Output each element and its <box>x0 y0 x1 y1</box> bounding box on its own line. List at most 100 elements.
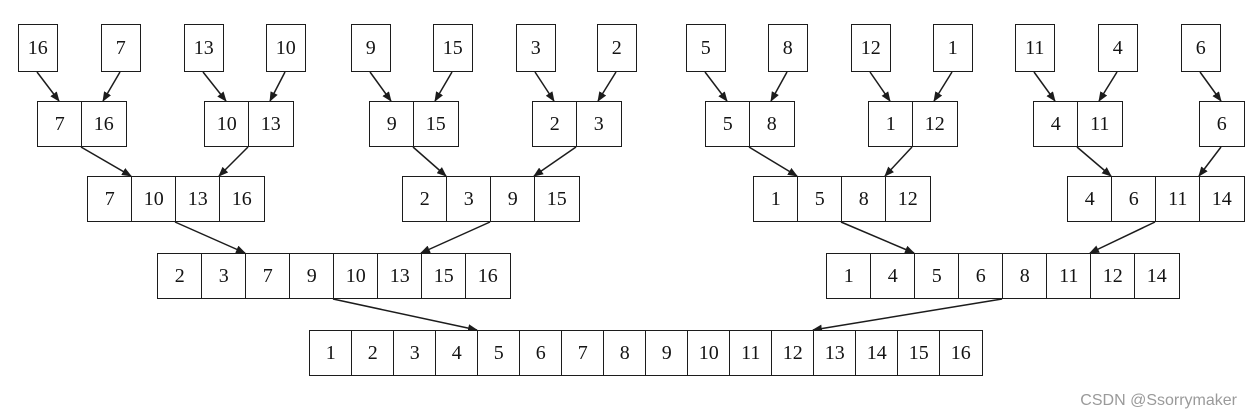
array-cell: 8 <box>749 101 795 147</box>
array-cell: 15 <box>413 101 459 147</box>
array-cell: 16 <box>81 101 127 147</box>
array-cell: 5 <box>797 176 843 222</box>
array-cell: 6 <box>1199 101 1245 147</box>
merge-arrow <box>412 146 447 177</box>
array-cell: 14 <box>855 330 899 376</box>
array-cell: 5 <box>477 330 521 376</box>
merge-arrow <box>1076 146 1112 177</box>
array-cell: 8 <box>603 330 647 376</box>
merge-arrow <box>533 146 577 177</box>
array-cell: 7 <box>245 253 291 299</box>
array-cell: 6 <box>1181 24 1221 72</box>
array-cell: 1 <box>868 101 914 147</box>
array-cell: 11 <box>1155 176 1201 222</box>
merge-arrow <box>434 71 453 102</box>
merge-arrow <box>218 146 249 177</box>
array-cell: 15 <box>433 24 473 72</box>
merge-arrow <box>80 146 132 177</box>
array-cell: 11 <box>729 330 773 376</box>
array-cell: 4 <box>1067 176 1113 222</box>
array-cell: 3 <box>393 330 437 376</box>
array-cell: 13 <box>377 253 423 299</box>
array-cell: 4 <box>870 253 916 299</box>
array-cell: 9 <box>369 101 415 147</box>
merge-arrow <box>332 298 478 333</box>
array-cell: 1 <box>826 253 872 299</box>
array-cell: 2 <box>351 330 395 376</box>
array-cell: 4 <box>1098 24 1138 72</box>
merge-arrow <box>36 71 60 102</box>
array-cell: 16 <box>18 24 58 72</box>
merge-arrow <box>369 71 392 102</box>
array-cell: 11 <box>1015 24 1055 72</box>
array-cell: 9 <box>289 253 335 299</box>
array-cell: 6 <box>519 330 563 376</box>
merge-arrow <box>1033 71 1056 102</box>
array-cell: 12 <box>1090 253 1136 299</box>
array-cell: 3 <box>516 24 556 72</box>
array-cell: 16 <box>939 330 983 376</box>
array-cell: 14 <box>1199 176 1245 222</box>
watermark-text: CSDN @Ssorrymaker <box>1080 392 1237 409</box>
array-cell: 7 <box>37 101 83 147</box>
merge-arrow <box>869 71 891 102</box>
array-cell: 15 <box>534 176 580 222</box>
array-cell: 8 <box>768 24 808 72</box>
array-cell: 2 <box>532 101 578 147</box>
merge-arrow <box>174 221 246 254</box>
array-cell: 7 <box>87 176 133 222</box>
array-cell: 10 <box>333 253 379 299</box>
array-cell: 13 <box>813 330 857 376</box>
array-cell: 2 <box>157 253 203 299</box>
array-cell: 11 <box>1077 101 1123 147</box>
array-cell: 16 <box>219 176 265 222</box>
merge-arrow <box>1198 146 1222 177</box>
merge-arrow <box>770 71 788 102</box>
array-cell: 5 <box>686 24 726 72</box>
merge-arrow <box>1098 71 1118 102</box>
merge-arrow <box>884 146 913 177</box>
array-cell: 12 <box>912 101 958 147</box>
array-cell: 4 <box>1033 101 1079 147</box>
array-cell: 13 <box>184 24 224 72</box>
merge-arrow <box>1199 71 1222 102</box>
merge-arrow <box>420 221 491 254</box>
array-cell: 15 <box>897 330 941 376</box>
array-cell: 16 <box>465 253 511 299</box>
array-cell: 9 <box>490 176 536 222</box>
array-cell: 10 <box>204 101 250 147</box>
array-cell: 7 <box>561 330 605 376</box>
array-cell: 9 <box>645 330 689 376</box>
array-cell: 15 <box>421 253 467 299</box>
array-cell: 3 <box>576 101 622 147</box>
array-cell: 5 <box>705 101 751 147</box>
array-cell: 3 <box>446 176 492 222</box>
merge-arrow <box>748 146 798 177</box>
merge-arrow <box>704 71 728 102</box>
array-cell: 7 <box>101 24 141 72</box>
merge-arrow <box>597 71 617 102</box>
array-cell: 6 <box>958 253 1004 299</box>
array-cell: 1 <box>933 24 973 72</box>
array-cell: 10 <box>266 24 306 72</box>
merge-arrow <box>202 71 227 102</box>
array-cell: 3 <box>201 253 247 299</box>
array-cell: 9 <box>351 24 391 72</box>
array-cell: 1 <box>309 330 353 376</box>
array-cell: 12 <box>771 330 815 376</box>
array-cell: 13 <box>175 176 221 222</box>
array-cell: 2 <box>402 176 448 222</box>
merge-arrow <box>933 71 953 102</box>
array-cell: 4 <box>435 330 479 376</box>
merge-arrow <box>534 71 555 102</box>
array-cell: 1 <box>753 176 799 222</box>
merge-arrow <box>840 221 915 254</box>
array-cell: 12 <box>885 176 931 222</box>
array-cell: 13 <box>248 101 294 147</box>
array-cell: 6 <box>1111 176 1157 222</box>
array-cell: 5 <box>914 253 960 299</box>
array-cell: 11 <box>1046 253 1092 299</box>
array-cell: 8 <box>841 176 887 222</box>
